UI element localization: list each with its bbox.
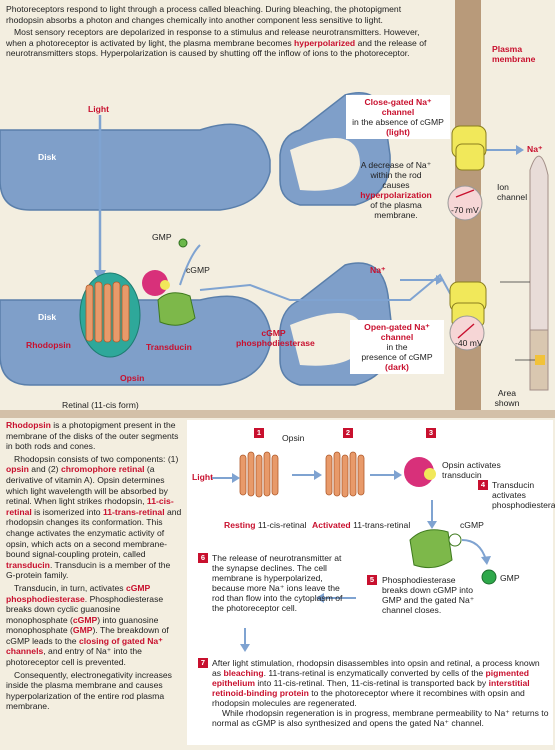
step-gmp-label: GMP — [500, 573, 520, 583]
step-7-badge: 7 — [198, 658, 208, 668]
lower-disk-inner — [290, 313, 365, 366]
area-marker — [535, 355, 545, 365]
label-mv-70: -70 mV — [451, 205, 479, 215]
upper-disk-inner — [290, 138, 360, 191]
intro-text: Photoreceptors respond to light through … — [6, 4, 427, 59]
voltmeter-40 — [449, 315, 485, 351]
step-3-badge: 3 — [426, 428, 436, 438]
open-gated-callout: Open-gated Na⁺ channel in the presence o… — [350, 320, 444, 374]
label-transducin: Transducin — [146, 342, 192, 352]
lower-disk — [0, 295, 271, 386]
close-gated-callout: Close-gated Na⁺ channel in the absence o… — [346, 95, 450, 139]
label-disk-top: Disk — [38, 152, 57, 162]
label-ion-channel: Ion channel — [497, 182, 528, 202]
step-5-badge: 5 — [367, 575, 377, 585]
rod-cell-illustration — [529, 155, 549, 331]
step-opsin-label: Opsin — [282, 433, 305, 443]
label-light-top: Light — [88, 104, 109, 114]
upper-disk — [0, 123, 271, 211]
decrease-callout: A decrease of Na⁺ within the rod causes … — [360, 160, 432, 220]
close-gated-channel — [451, 125, 487, 171]
step-5-text: Phosphodiesterase breaks down cGMP into … — [382, 575, 475, 615]
label-cgmp-top: cGMP — [186, 265, 210, 275]
label-area-shown: Area shown — [494, 388, 520, 408]
voltmeter-70 — [447, 185, 483, 221]
label-opsin-top: Opsin — [120, 373, 145, 383]
transducin-blob — [142, 270, 168, 296]
label-plasma-membrane: Plasma membrane — [492, 44, 536, 64]
label-cgmp-pde: cGMP phosphodiesterase — [236, 328, 315, 348]
label-na-top: Na⁺ — [527, 144, 543, 154]
step-6-badge: 6 — [198, 553, 208, 563]
gmp-dot — [178, 238, 188, 248]
membrane-bottom-strip — [0, 410, 555, 418]
step-1-badge: 1 — [254, 428, 264, 438]
pde-blob — [157, 292, 196, 326]
rhodopsin-helices — [85, 281, 130, 343]
label-na-mid: Na⁺ — [370, 265, 386, 275]
step-2-badge: 2 — [343, 428, 353, 438]
label-rhodopsin: Rhodopsin — [26, 340, 71, 350]
step-7-text: After light stimulation, rhodopsin disas… — [212, 658, 549, 728]
step-resting-label: Resting 11-cis-retinal — [224, 520, 307, 530]
label-disk-bottom: Disk — [38, 312, 57, 322]
step-activated-label: Activated 11-trans-retinal — [312, 520, 411, 530]
step-6-text: The release of neurotransmitter at the s… — [212, 553, 343, 613]
step-cgmp-label: cGMP — [460, 520, 484, 530]
rhodopsin-description: Rhodopsin is a photopigment present in t… — [6, 420, 182, 715]
step-3-text: Opsin activates transducin — [442, 460, 501, 480]
step-4-text: Transducin activates phosphodiesterase. — [492, 480, 555, 510]
label-mv-40: -40 mV — [455, 338, 483, 348]
label-gmp: GMP — [152, 232, 172, 242]
step-light-label: Light — [192, 472, 213, 482]
label-retinal: Retinal (11-cis form) — [62, 400, 139, 410]
step-4-badge: 4 — [478, 480, 488, 490]
